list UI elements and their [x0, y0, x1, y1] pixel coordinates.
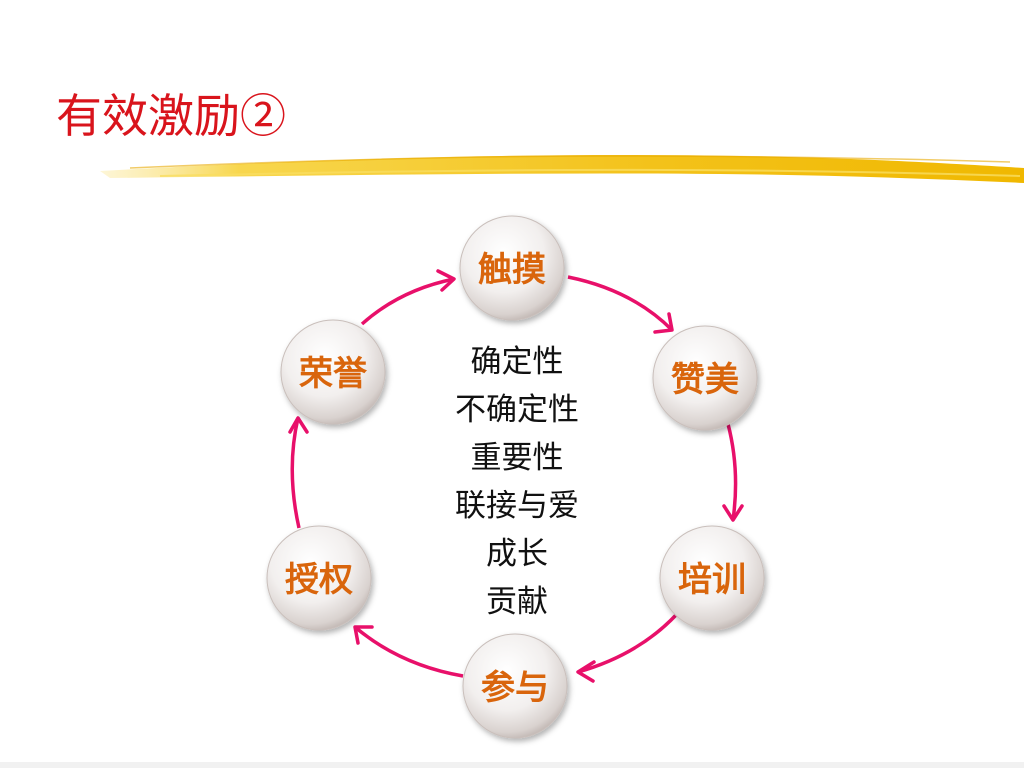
cycle-node-honor: 荣誉	[280, 319, 386, 425]
cycle-node-label: 赞美	[671, 360, 739, 400]
core-need-item: 贡献	[486, 584, 548, 620]
cycle-node-training: 培训	[659, 525, 765, 631]
arrow-praise-to-training	[722, 423, 744, 522]
cycle-node-label: 参与	[481, 668, 549, 708]
cycle-node-label: 荣誉	[299, 354, 368, 394]
arrow-touch-to-praise	[567, 275, 674, 334]
page-title: 有效激励②	[56, 89, 286, 143]
cycle-node-praise: 赞美	[652, 325, 758, 431]
core-need-item: 确定性	[470, 344, 564, 380]
arrow-honor-to-touch	[360, 269, 456, 326]
arrow-authorization-to-honor	[288, 416, 309, 529]
cycle-node-authorization: 授权	[266, 525, 372, 631]
cycle-node-label: 培训	[678, 560, 746, 600]
cycle-node-label: 授权	[285, 560, 353, 600]
cycle-arrows	[288, 269, 744, 683]
cycle-node-label: 触摸	[478, 250, 546, 290]
cycle-node-touch: 触摸	[459, 215, 565, 321]
footer-divider	[0, 762, 1024, 768]
core-need-item: 联接与爱	[455, 488, 579, 524]
core-need-item: 不确定性	[455, 392, 579, 428]
core-need-item: 重要性	[470, 440, 564, 476]
core-need-item: 成长	[486, 536, 548, 572]
cycle-node-participation: 参与	[462, 633, 568, 739]
arrow-participation-to-authorization	[353, 625, 464, 678]
core-needs-list: 确定性 不确定性 重要性 联接与爱 成长 贡献	[417, 338, 617, 626]
arrow-training-to-participation	[576, 613, 678, 683]
